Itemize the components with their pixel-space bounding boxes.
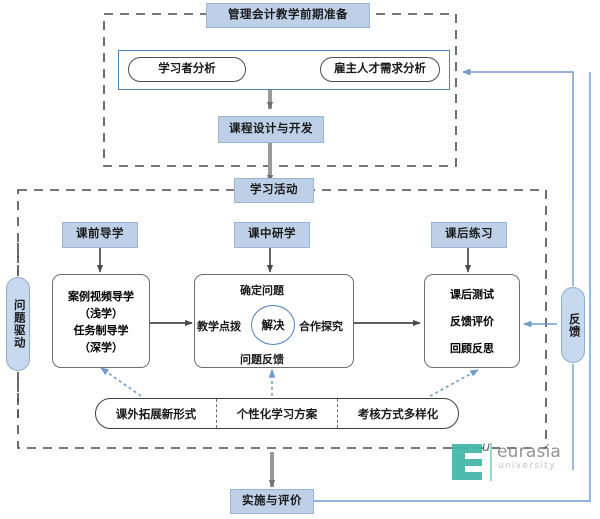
post-class-line-1: 课后测试 [450,289,494,301]
cycle-core-solve: 解决 [251,305,295,345]
watermark-divider [490,443,492,481]
post-class-line-2: 反馈评价 [450,316,494,328]
watermark-name: eurasia [497,442,562,462]
course-design-box[interactable]: 课程设计与开发 [218,116,324,143]
watermark-subtitle: university [498,461,557,471]
extension-item-3[interactable]: 考核方式多样化 [337,399,458,428]
cycle-node-teaching-guidance: 教学点拨 [197,321,241,333]
stage-pre-class[interactable]: 课前导学 [62,222,138,248]
pre-class-line-4: （深学） [79,341,123,354]
pre-class-content-box[interactable]: 案例视频导学 （浅学） 任务制导学 （深学） [52,274,150,368]
cycle-node-define-problem: 确定问题 [240,285,284,297]
employer-demand-analysis-pill[interactable]: 雇主人才需求分析 [320,57,440,82]
preparation-title: 管理会计教学前期准备 [206,3,370,28]
cycle-node-collaborative-inquiry: 合作探究 [299,321,343,333]
implementation-evaluation-box[interactable]: 实施与评价 [230,489,314,514]
eurasia-e-logo-icon [452,444,482,480]
learning-activity-label: 学习活动 [234,178,314,203]
pre-class-line-3: 任务制导学 [73,324,129,337]
extension-item-1[interactable]: 课外拓展新形式 [115,408,197,421]
eurasia-watermark: u eurasia university [452,440,592,484]
feedback-pill: 反馈 [561,287,585,363]
learner-analysis-pill[interactable]: 学习者分析 [128,57,246,82]
problem-driven-pill: 问题驱动 [6,277,30,371]
cycle-node-problem-feedback: 问题反馈 [240,354,284,366]
watermark-italic-u: u [482,440,491,455]
pre-class-line-1: 案例视频导学 [68,290,134,303]
post-class-line-3: 回顾反思 [450,343,494,355]
stage-in-class[interactable]: 课中研学 [234,222,310,248]
pre-class-line-2: （浅学） [79,307,123,320]
post-class-content-box[interactable]: 课后测试 反馈评价 回顾反思 [424,274,520,368]
stage-post-class[interactable]: 课后练习 [431,222,507,248]
extension-item-2[interactable]: 个性化学习方案 [216,399,337,428]
extension-bar[interactable]: 课外拓展新形式 个性化学习方案 考核方式多样化 [95,398,459,429]
